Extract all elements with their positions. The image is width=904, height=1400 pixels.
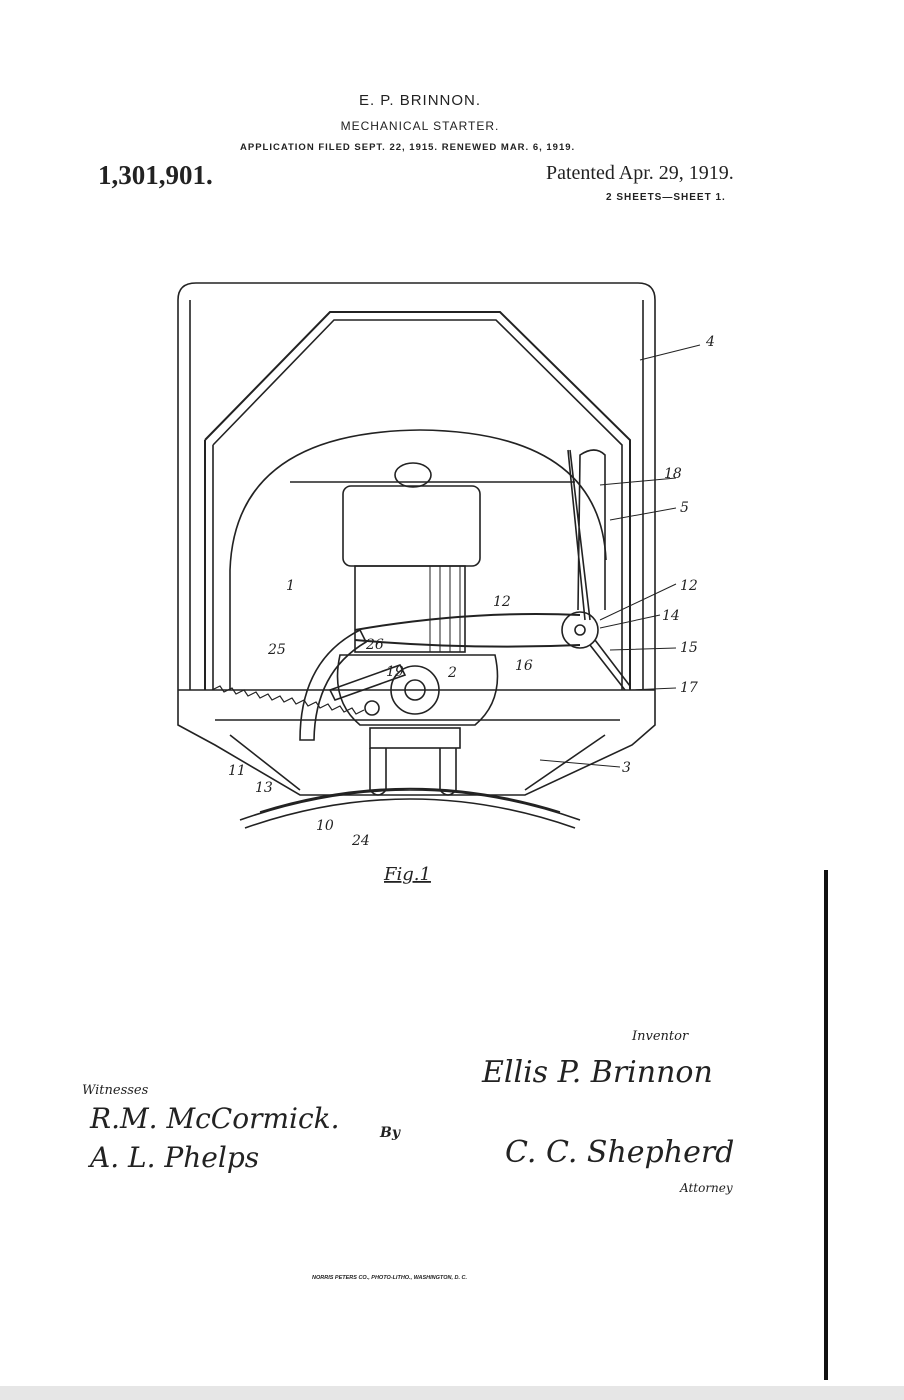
- svg-text:5: 5: [680, 500, 689, 516]
- svg-text:14: 14: [662, 608, 680, 624]
- svg-text:16: 16: [515, 658, 533, 674]
- svg-text:4: 4: [705, 334, 715, 350]
- attorney-signature: C. C. Shepherd: [505, 1135, 735, 1170]
- inventor-name: E. P. BRINNON.: [358, 92, 482, 109]
- sheet-count: 2 SHEETS—SHEET 1.: [606, 192, 726, 203]
- svg-text:12: 12: [493, 594, 511, 610]
- inventor-label: Inventor: [632, 1029, 689, 1044]
- svg-text:10: 10: [316, 818, 334, 834]
- hood-arch: [229, 429, 607, 690]
- patent-number: 1,301,901.: [98, 160, 213, 190]
- svg-text:24: 24: [351, 833, 370, 849]
- svg-text:15: 15: [680, 640, 698, 656]
- sector-arm: [299, 628, 368, 741]
- svg-text:18: 18: [664, 466, 682, 482]
- printer-credit: NORRIS PETERS CO., PHOTO-LITHO., WASHING…: [312, 1275, 468, 1281]
- figure-caption: Fig.1: [383, 864, 431, 885]
- belt: [354, 613, 581, 648]
- application-dates: APPLICATION FILED SEPT. 22, 1915. RENEWE…: [240, 142, 576, 153]
- reference-labels: 1 2 3 4 5 10 11 12 12 13 14 15 16 17 18 …: [228, 334, 715, 849]
- svg-text:19: 19: [386, 664, 404, 680]
- leaf-spring: [239, 787, 581, 829]
- svg-text:12: 12: [680, 578, 698, 594]
- svg-text:25: 25: [267, 642, 286, 658]
- octagon-frame: [204, 311, 631, 690]
- lever-19: [328, 664, 407, 701]
- svg-text:13: 13: [255, 780, 273, 796]
- outer-housing: [177, 282, 656, 796]
- svg-text:3: 3: [622, 760, 631, 776]
- by-label: By: [380, 1125, 400, 1141]
- witness-signature-2: A. L. Phelps: [90, 1141, 260, 1174]
- spring-25: [211, 685, 365, 715]
- svg-text:2: 2: [447, 665, 457, 681]
- svg-text:17: 17: [680, 680, 698, 696]
- housing-inner-line: [189, 300, 644, 690]
- patent-drawing-figure-1: 1 2 3 4 5 10 11 12 12 13 14 15 16 17 18 …: [177, 282, 715, 885]
- witness-signature-1: R.M. McCormick.: [90, 1102, 340, 1135]
- svg-text:1: 1: [286, 578, 295, 594]
- inventor-signature: Ellis P. Brinnon: [482, 1055, 713, 1090]
- lower-frame: [178, 689, 655, 791]
- octagon-frame-inner: [212, 319, 623, 690]
- page-bottom-strip: [0, 1386, 904, 1400]
- svg-text:26: 26: [365, 637, 384, 653]
- patent-title: MECHANICAL STARTER.: [340, 119, 500, 133]
- svg-text:11: 11: [228, 763, 246, 779]
- starter-handle-5: [567, 449, 606, 621]
- attorney-label: Attorney: [680, 1181, 733, 1195]
- patented-date: Patented Apr. 29, 1919.: [546, 162, 734, 184]
- witnesses-label: Witnesses: [82, 1083, 149, 1098]
- page-edge-line: [824, 870, 828, 1380]
- pulley-14: [561, 611, 599, 649]
